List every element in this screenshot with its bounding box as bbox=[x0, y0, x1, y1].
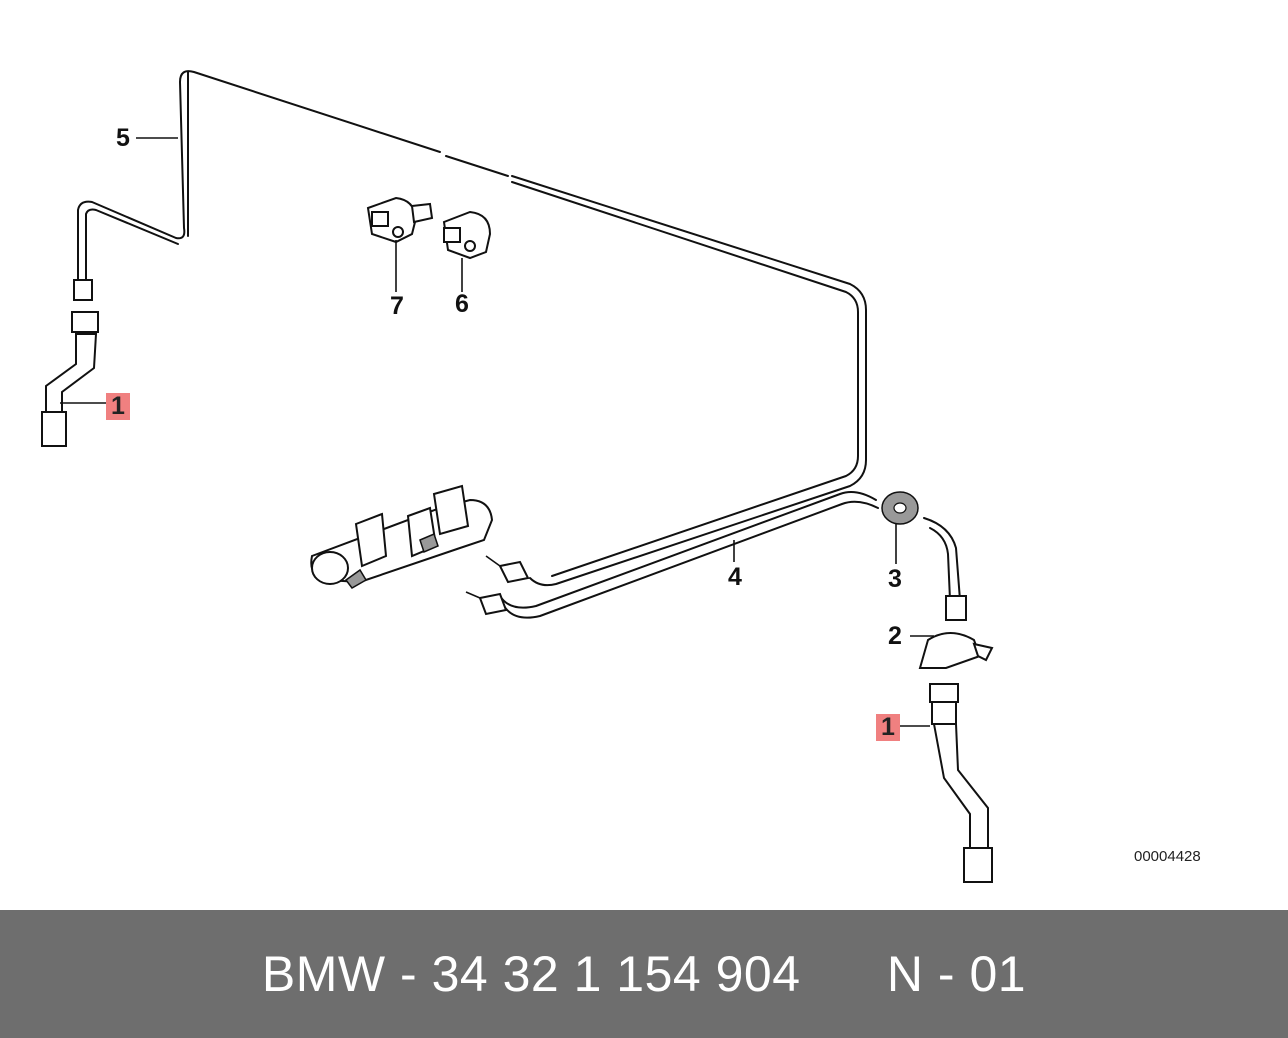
fitting-right bbox=[945, 595, 967, 621]
fitting-upper bbox=[485, 555, 530, 584]
diagram-id: 00004428 bbox=[1134, 848, 1201, 865]
callout-1-right: 1 bbox=[876, 714, 900, 741]
callout-3: 3 bbox=[888, 565, 902, 593]
diagram-position: N - 01 bbox=[886, 946, 1027, 1002]
connector-6 bbox=[442, 210, 492, 260]
brake-pipe-4 bbox=[499, 491, 961, 619]
parts-diagram: 5 7 6 1 4 3 2 1 00004428 bbox=[41, 70, 1201, 883]
brand-name: BMW bbox=[261, 946, 386, 1002]
footer-bar: BMW - 34 32 1 154 904 N - 01 bbox=[0, 910, 1288, 1038]
clamp-2 bbox=[918, 632, 994, 669]
separator: - bbox=[400, 946, 418, 1002]
connector-7 bbox=[366, 196, 434, 244]
callout-6: 6 bbox=[455, 290, 469, 318]
fitting-lower bbox=[465, 591, 508, 616]
callout-5: 5 bbox=[116, 124, 130, 152]
brake-line-drawing bbox=[41, 70, 994, 883]
master-cylinder bbox=[310, 484, 494, 589]
grommet-3 bbox=[881, 491, 919, 525]
callout-1-left: 1 bbox=[106, 393, 130, 420]
callout-7: 7 bbox=[390, 292, 404, 320]
footer-caption: BMW - 34 32 1 154 904 N - 01 bbox=[0, 910, 1288, 1038]
callout-2: 2 bbox=[888, 622, 902, 650]
brake-pipe-5 bbox=[77, 70, 867, 587]
part-number: 34 32 1 154 904 bbox=[431, 946, 801, 1002]
brake-hose-1-right bbox=[929, 683, 993, 883]
callout-4: 4 bbox=[728, 563, 742, 591]
brake-hose-1-left bbox=[41, 279, 99, 447]
